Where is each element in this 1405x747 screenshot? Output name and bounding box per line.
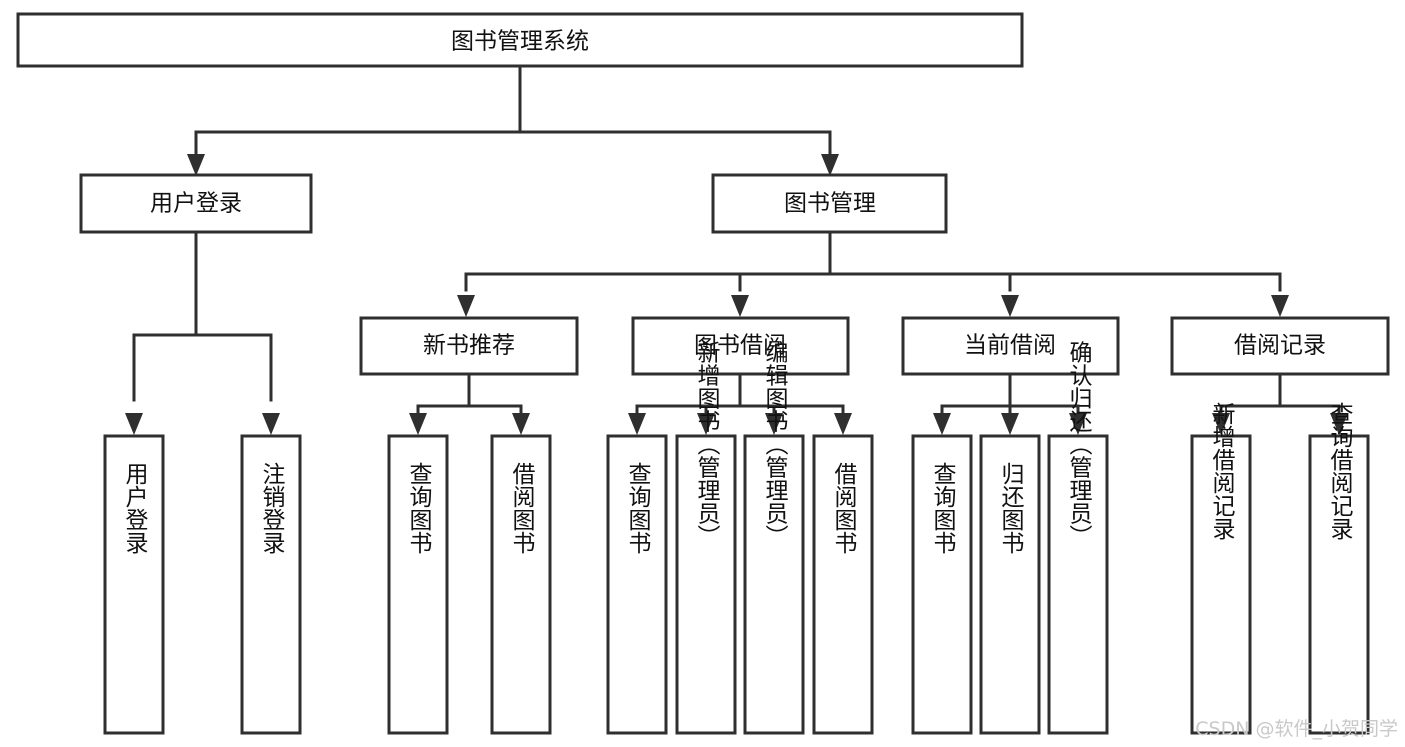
arrow-leaf-current-borrow-0 bbox=[933, 413, 951, 435]
node-root-label: 图书管理系统 bbox=[451, 29, 589, 55]
node-level2-1[interactable]: 图书借阅 bbox=[631, 316, 850, 376]
edge-user-login-to-leaves bbox=[125, 230, 280, 435]
node-level2-2-label: 当前借阅 bbox=[964, 333, 1056, 359]
arrow-to-new-book-recommend bbox=[457, 295, 475, 317]
arrow-to-user-login bbox=[187, 154, 205, 176]
node-level2-3-label: 借阅记录 bbox=[1234, 333, 1326, 359]
arrow-to-borrow-record bbox=[1271, 295, 1289, 317]
arrow-leaf-new-book-1 bbox=[512, 413, 530, 435]
edge-book-manage-to-level2 bbox=[457, 230, 1289, 317]
edge-current-borrow-to-leaves bbox=[933, 372, 1087, 435]
leaf-node-current-borrow-2-box[interactable] bbox=[1047, 434, 1109, 735]
edge-book-borrow-to-leaves bbox=[628, 372, 852, 435]
leaf-node-user-login-1-box[interactable] bbox=[240, 434, 302, 735]
leaf-node-book-borrow-3-box[interactable] bbox=[812, 434, 874, 735]
leaf-node-current-borrow-0-label: 查询图书 bbox=[929, 462, 957, 554]
leaf-node-borrow-record-1[interactable]: 查询借阅记录 bbox=[1308, 402, 1370, 735]
leaf-node-book-borrow-0-box[interactable] bbox=[606, 434, 668, 735]
leaf-node-book-borrow-1-box[interactable] bbox=[675, 434, 737, 735]
node-root-box[interactable] bbox=[16, 12, 1024, 68]
arrow-leaf-user-login-0 bbox=[125, 413, 143, 435]
leaf-node-current-borrow-0-box[interactable] bbox=[911, 434, 973, 735]
leaf-node-user-login-0-label: 用户登录 bbox=[121, 462, 149, 554]
leaf-node-book-borrow-1[interactable]: 新增图书（管理员） bbox=[675, 341, 737, 735]
leaf-node-borrow-record-0[interactable]: 新增借阅记录 bbox=[1190, 402, 1252, 735]
node-level2-0-box[interactable] bbox=[359, 316, 579, 376]
arrow-leaf-book-borrow-0 bbox=[628, 413, 646, 435]
leaf-node-current-borrow-0[interactable]: 查询图书 bbox=[911, 434, 973, 735]
csdn-watermark: CSDN @软件_小贺同学 bbox=[1195, 718, 1398, 740]
node-level1-1[interactable]: 图书管理 bbox=[711, 173, 948, 234]
leaf-node-current-borrow-2[interactable]: 确认归还（管理员） bbox=[1047, 341, 1109, 735]
edge-new-book-to-leaves bbox=[409, 372, 530, 435]
leaf-node-book-borrow-2-box[interactable] bbox=[743, 434, 805, 735]
node-level1-0[interactable]: 用户登录 bbox=[79, 173, 313, 234]
leaf-node-user-login-0[interactable]: 用户登录 bbox=[103, 434, 165, 735]
arrow-to-book-borrow bbox=[731, 295, 749, 317]
arrow-leaf-user-login-1 bbox=[262, 413, 280, 435]
leaf-node-book-borrow-2[interactable]: 编辑图书（管理员） bbox=[743, 341, 805, 735]
leaf-node-book-borrow-3-label: 借阅图书 bbox=[830, 462, 858, 554]
leaf-node-user-login-0-box[interactable] bbox=[103, 434, 165, 735]
node-level2-3-box[interactable] bbox=[1170, 316, 1390, 376]
node-level1-0-label: 用户登录 bbox=[150, 191, 242, 217]
node-level1-0-box[interactable] bbox=[79, 173, 313, 234]
leaf-node-book-borrow-1-label: 新增图书（管理员） bbox=[693, 341, 721, 548]
node-level2-1-label: 图书借阅 bbox=[694, 333, 786, 359]
leaf-node-new-book-1-box[interactable] bbox=[490, 434, 552, 735]
node-level2-0-label: 新书推荐 bbox=[423, 333, 515, 359]
arrow-leaf-new-book-0 bbox=[409, 413, 427, 435]
leaf-node-book-borrow-2-label: 编辑图书（管理员） bbox=[761, 341, 789, 548]
edge-root-to-level1 bbox=[187, 64, 839, 176]
leaf-node-book-borrow-0-label: 查询图书 bbox=[624, 462, 652, 554]
leaf-node-current-borrow-1-label: 归还图书 bbox=[997, 462, 1025, 554]
arrow-to-book-manage bbox=[821, 154, 839, 176]
leaf-node-current-borrow-2-label: 确认归还（管理员） bbox=[1065, 341, 1093, 548]
node-level1-1-label: 图书管理 bbox=[784, 191, 876, 217]
leaf-node-book-borrow-3[interactable]: 借阅图书 bbox=[812, 434, 874, 735]
arrow-to-current-borrow bbox=[1001, 295, 1019, 317]
leaf-node-user-login-1-label: 注销登录 bbox=[258, 462, 286, 554]
leaf-node-borrow-record-1-label: 查询借阅记录 bbox=[1326, 402, 1354, 540]
edge-borrow-record-to-leaves bbox=[1212, 372, 1348, 435]
node-level2-3[interactable]: 借阅记录 bbox=[1170, 316, 1390, 376]
node-root[interactable]: 图书管理系统 bbox=[16, 12, 1024, 68]
leaf-node-new-book-1[interactable]: 借阅图书 bbox=[490, 434, 552, 735]
leaf-node-new-book-0[interactable]: 查询图书 bbox=[387, 434, 449, 735]
arrow-leaf-book-borrow-3 bbox=[834, 413, 852, 435]
leaf-node-book-borrow-0[interactable]: 查询图书 bbox=[606, 434, 668, 735]
leaf-node-user-login-1[interactable]: 注销登录 bbox=[240, 434, 302, 735]
arrow-leaf-current-borrow-1 bbox=[1001, 413, 1019, 435]
leaf-node-borrow-record-0-label: 新增借阅记录 bbox=[1208, 402, 1236, 540]
leaf-node-new-book-0-label: 查询图书 bbox=[405, 462, 433, 554]
leaf-node-borrow-record-1-box[interactable] bbox=[1308, 434, 1370, 735]
node-level2-0[interactable]: 新书推荐 bbox=[359, 316, 579, 376]
leaf-node-current-borrow-1[interactable]: 归还图书 bbox=[979, 434, 1041, 735]
leaf-node-new-book-1-label: 借阅图书 bbox=[508, 462, 536, 554]
leaf-node-new-book-0-box[interactable] bbox=[387, 434, 449, 735]
leaf-node-borrow-record-0-box[interactable] bbox=[1190, 434, 1252, 735]
leaf-node-current-borrow-1-box[interactable] bbox=[979, 434, 1041, 735]
